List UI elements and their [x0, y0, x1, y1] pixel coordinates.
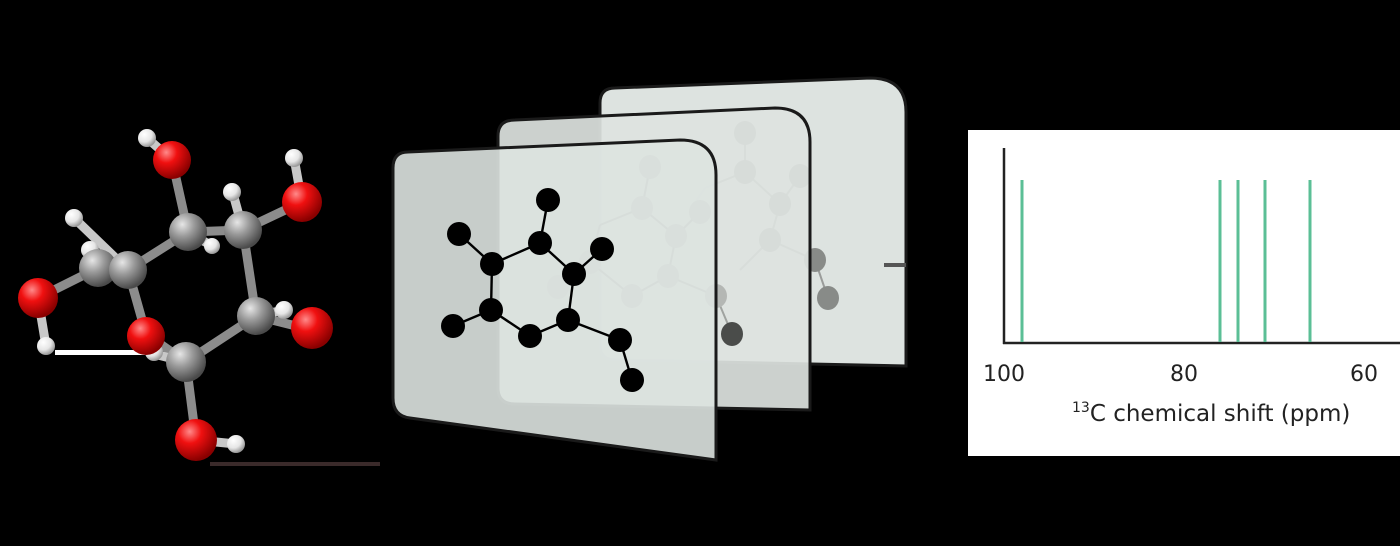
graph-node [518, 324, 542, 348]
hydrogen-atom [285, 149, 303, 167]
x-tick-label: 80 [1170, 362, 1198, 387]
graph-node [528, 231, 552, 255]
oxygen-atoms [18, 141, 333, 461]
carbon-atoms [79, 211, 275, 382]
carbon-atom [224, 211, 262, 249]
graph-node [620, 368, 644, 392]
graph-panels [391, 76, 908, 462]
carbon-atom [109, 251, 147, 289]
carbon-atom [166, 342, 206, 382]
graph-node [608, 328, 632, 352]
nmr-spectrum-plot [1002, 148, 1400, 345]
hydrogen-atom [37, 337, 55, 355]
graph-node [590, 237, 614, 261]
nmr-spectrum-panel: 100 80 60 13C chemical shift (ppm) [968, 130, 1400, 456]
molecule-3d-model [18, 129, 380, 466]
graph-node [447, 222, 471, 246]
carbon-atom [237, 297, 275, 335]
graph-node [562, 262, 586, 286]
oxygen-atom [282, 182, 322, 222]
hydrogen-atom [138, 129, 156, 147]
x-tick-label: 60 [1350, 362, 1378, 387]
hydrogen-atom [227, 435, 245, 453]
graph-panel-front [391, 138, 718, 462]
graph-node [536, 188, 560, 212]
panel-sheet [391, 138, 718, 462]
base-strip-upper [55, 350, 155, 355]
oxygen-atom [153, 141, 191, 179]
hydrogen-atom [204, 238, 220, 254]
panel-graph-nodes [441, 188, 644, 392]
carbon-atom [79, 249, 117, 287]
carbon-atom [169, 213, 207, 251]
graph-node [480, 252, 504, 276]
graph-node [479, 298, 503, 322]
x-axis-title-text: C chemical shift (ppm) [1089, 401, 1351, 427]
panel-graph-nodes-dark [721, 322, 743, 346]
hydrogen-atom [275, 301, 293, 319]
graph-node [556, 308, 580, 332]
base-strip-lower [210, 462, 380, 466]
hydrogen-atom [65, 209, 83, 227]
oxygen-atom [127, 317, 165, 355]
oxygen-atom [18, 278, 58, 318]
connector-dash [884, 263, 906, 267]
x-axis-title: 13C chemical shift (ppm) [1072, 400, 1350, 427]
oxygen-atom [175, 419, 217, 461]
oxygen-atom [291, 307, 333, 349]
x-tick-label: 100 [983, 362, 1025, 387]
hydrogen-atom [223, 183, 241, 201]
graph-node [441, 314, 465, 338]
spectrum-peaks [1020, 180, 1312, 342]
x-axis-title-isotope: 13 [1072, 400, 1090, 416]
